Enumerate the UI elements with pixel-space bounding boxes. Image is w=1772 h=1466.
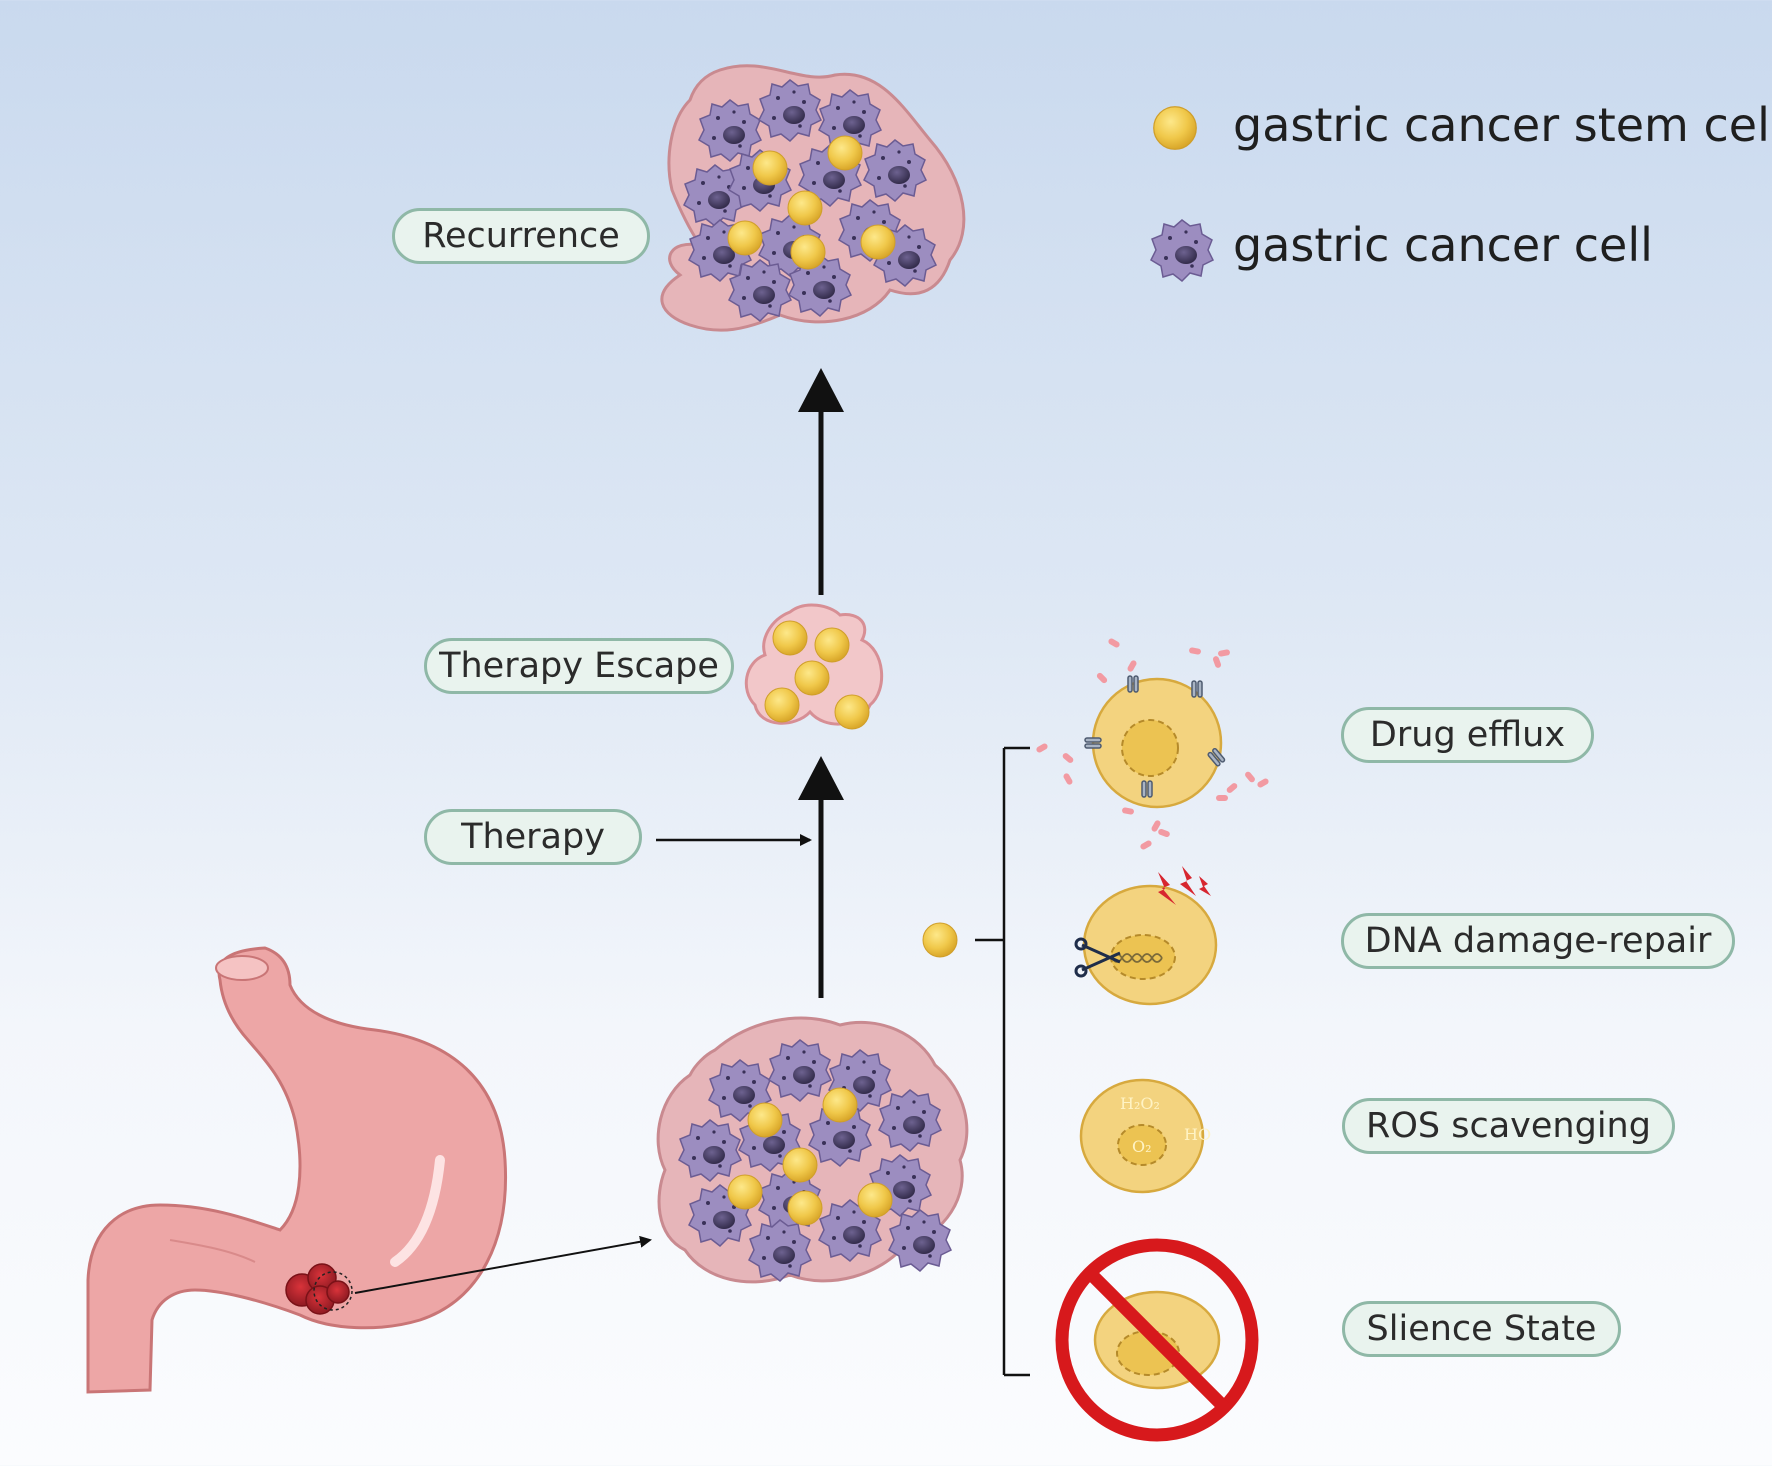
dna-damage-repair-label: DNA damage-repair bbox=[1341, 913, 1735, 969]
recurrence-label: Recurrence bbox=[392, 208, 650, 264]
ros-o2-label: O₂ bbox=[1132, 1137, 1152, 1156]
drug-efflux-label: Drug efflux bbox=[1341, 707, 1594, 763]
stomach-tumor bbox=[285, 1263, 353, 1315]
prohibit-icon bbox=[1055, 1238, 1259, 1442]
legend-stem-cell-icon bbox=[1153, 106, 1197, 150]
legend-cancer-cell-label: gastric cancer cell bbox=[1233, 218, 1653, 272]
drug-efflux-cell bbox=[1036, 638, 1269, 850]
silence-state-cell bbox=[1055, 1238, 1259, 1442]
ros-ho-label: HO bbox=[1184, 1125, 1211, 1144]
dna-repair-cell bbox=[1074, 866, 1218, 1006]
primary-tumor-cluster bbox=[656, 1016, 969, 1284]
mechanism-bracket bbox=[922, 746, 1030, 1377]
progression-arrows bbox=[798, 368, 844, 998]
arrow-up-upper bbox=[798, 368, 844, 412]
legend bbox=[1150, 106, 1214, 282]
ros-scavenging-label: ROS scavenging bbox=[1342, 1098, 1675, 1154]
legend-stem-cell-label: gastric cancer stem cell bbox=[1233, 98, 1772, 152]
therapy-label: Therapy bbox=[424, 809, 642, 865]
zoom-arrow bbox=[354, 1235, 652, 1294]
recurrence-tumor-cluster bbox=[660, 64, 966, 332]
scissors-icon bbox=[1074, 937, 1121, 978]
therapy-escape-label: Therapy Escape bbox=[424, 638, 734, 694]
ros-h2o2-label: H₂O₂ bbox=[1120, 1094, 1160, 1113]
escape-cluster bbox=[744, 603, 884, 730]
ros-scavenging-cell: H₂O₂ HO O₂ bbox=[1079, 1078, 1211, 1194]
lightning-icon bbox=[1158, 866, 1211, 905]
single-stem-cell-icon bbox=[922, 922, 958, 958]
arrow-up-lower bbox=[798, 756, 844, 800]
legend-cancer-cell-icon bbox=[1150, 219, 1214, 282]
stomach-icon bbox=[86, 946, 508, 1394]
slience-state-label: Slience State bbox=[1342, 1301, 1621, 1357]
